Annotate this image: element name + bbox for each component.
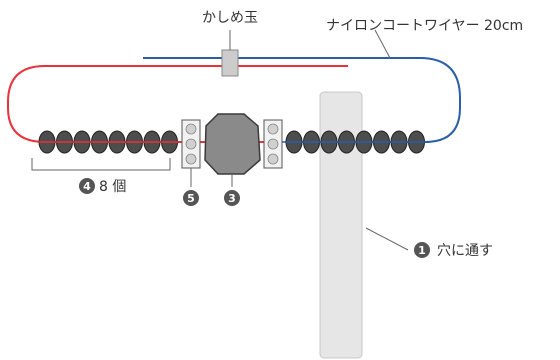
- marker-1-number: 1: [418, 244, 426, 257]
- spacer-left: [181, 119, 201, 169]
- marker-5-badge: [183, 190, 199, 206]
- wire-red: [7, 65, 348, 143]
- left-bead-group: [38, 130, 182, 154]
- crimp-label: かしめ玉: [202, 10, 258, 26]
- crimp-bead: [221, 49, 239, 77]
- count-bracket: [31, 158, 171, 171]
- wire-label: ナイロンコートワイヤー 20cm: [326, 18, 523, 34]
- marker-3-number: 3: [228, 192, 236, 205]
- post: [319, 91, 363, 359]
- marker-4-number: 4: [83, 180, 91, 193]
- count-label: 8 個: [99, 179, 126, 195]
- wire-leader: [374, 29, 391, 59]
- marker-5-number: 5: [187, 192, 195, 205]
- wire-blue: [143, 57, 461, 143]
- marker-1-badge: [414, 242, 430, 258]
- spacer-right: [263, 119, 283, 169]
- through-hole-label: 穴に通す: [437, 243, 493, 259]
- right-bead-group: [282, 130, 430, 154]
- marker-3-badge: [224, 190, 240, 206]
- center-bead: [204, 113, 261, 175]
- marker-4-badge: [79, 178, 95, 194]
- marker1-leader: [365, 227, 409, 251]
